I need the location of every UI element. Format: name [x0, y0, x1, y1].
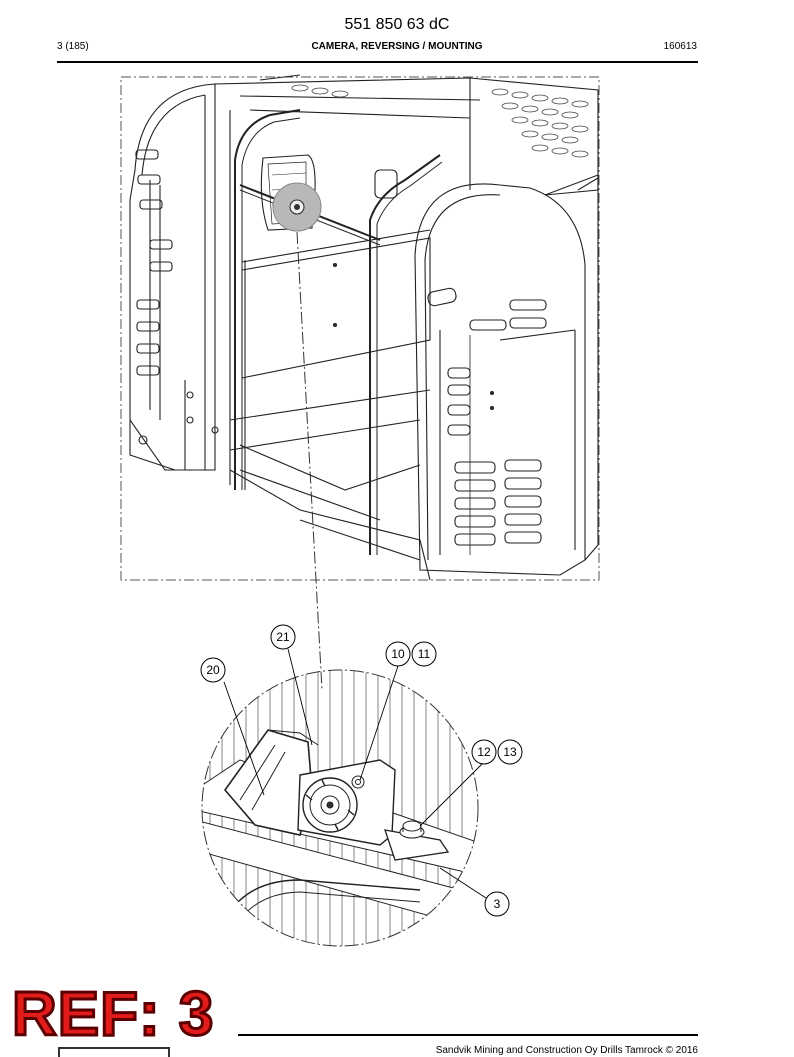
- detail-view: [202, 670, 478, 946]
- header-rule: [57, 61, 698, 63]
- document-number: 551 850 63 dC: [344, 16, 450, 33]
- callout-11: 11: [411, 641, 437, 667]
- callout-11-label: 11: [418, 647, 431, 661]
- callout-10-label: 10: [391, 647, 405, 661]
- page-title: CAMERA, REVERSING / MOUNTING: [311, 41, 483, 52]
- revision-date: 160613: [663, 41, 697, 52]
- callout-3: 3: [484, 891, 510, 917]
- footer-copyright: Sandvik Mining and Construction Oy Drill…: [435, 1045, 698, 1056]
- detail-circle: [201, 669, 479, 947]
- callout-12-label: 12: [477, 745, 491, 759]
- page-number: 3 (185): [57, 41, 89, 52]
- callout-3-label: 3: [494, 897, 501, 911]
- callout-21: 21: [270, 624, 296, 650]
- main-view-frame: [120, 76, 600, 581]
- callout-leaders: [223, 648, 487, 899]
- sandvik-logo-icon: [58, 1047, 170, 1057]
- callout-13-label: 13: [503, 745, 517, 759]
- callout-20: 20: [200, 657, 226, 683]
- callout-13: 13: [497, 739, 523, 765]
- callout-12: 12: [471, 739, 497, 765]
- ref-stamp: REF: 3: [10, 980, 215, 1049]
- callout-10: 10: [385, 641, 411, 667]
- detail-leader: [296, 231, 323, 691]
- callout-21-label: 21: [276, 630, 290, 644]
- footer-rule: [238, 1034, 698, 1036]
- machine-assembly: [129, 74, 599, 581]
- callout-20-label: 20: [206, 663, 220, 677]
